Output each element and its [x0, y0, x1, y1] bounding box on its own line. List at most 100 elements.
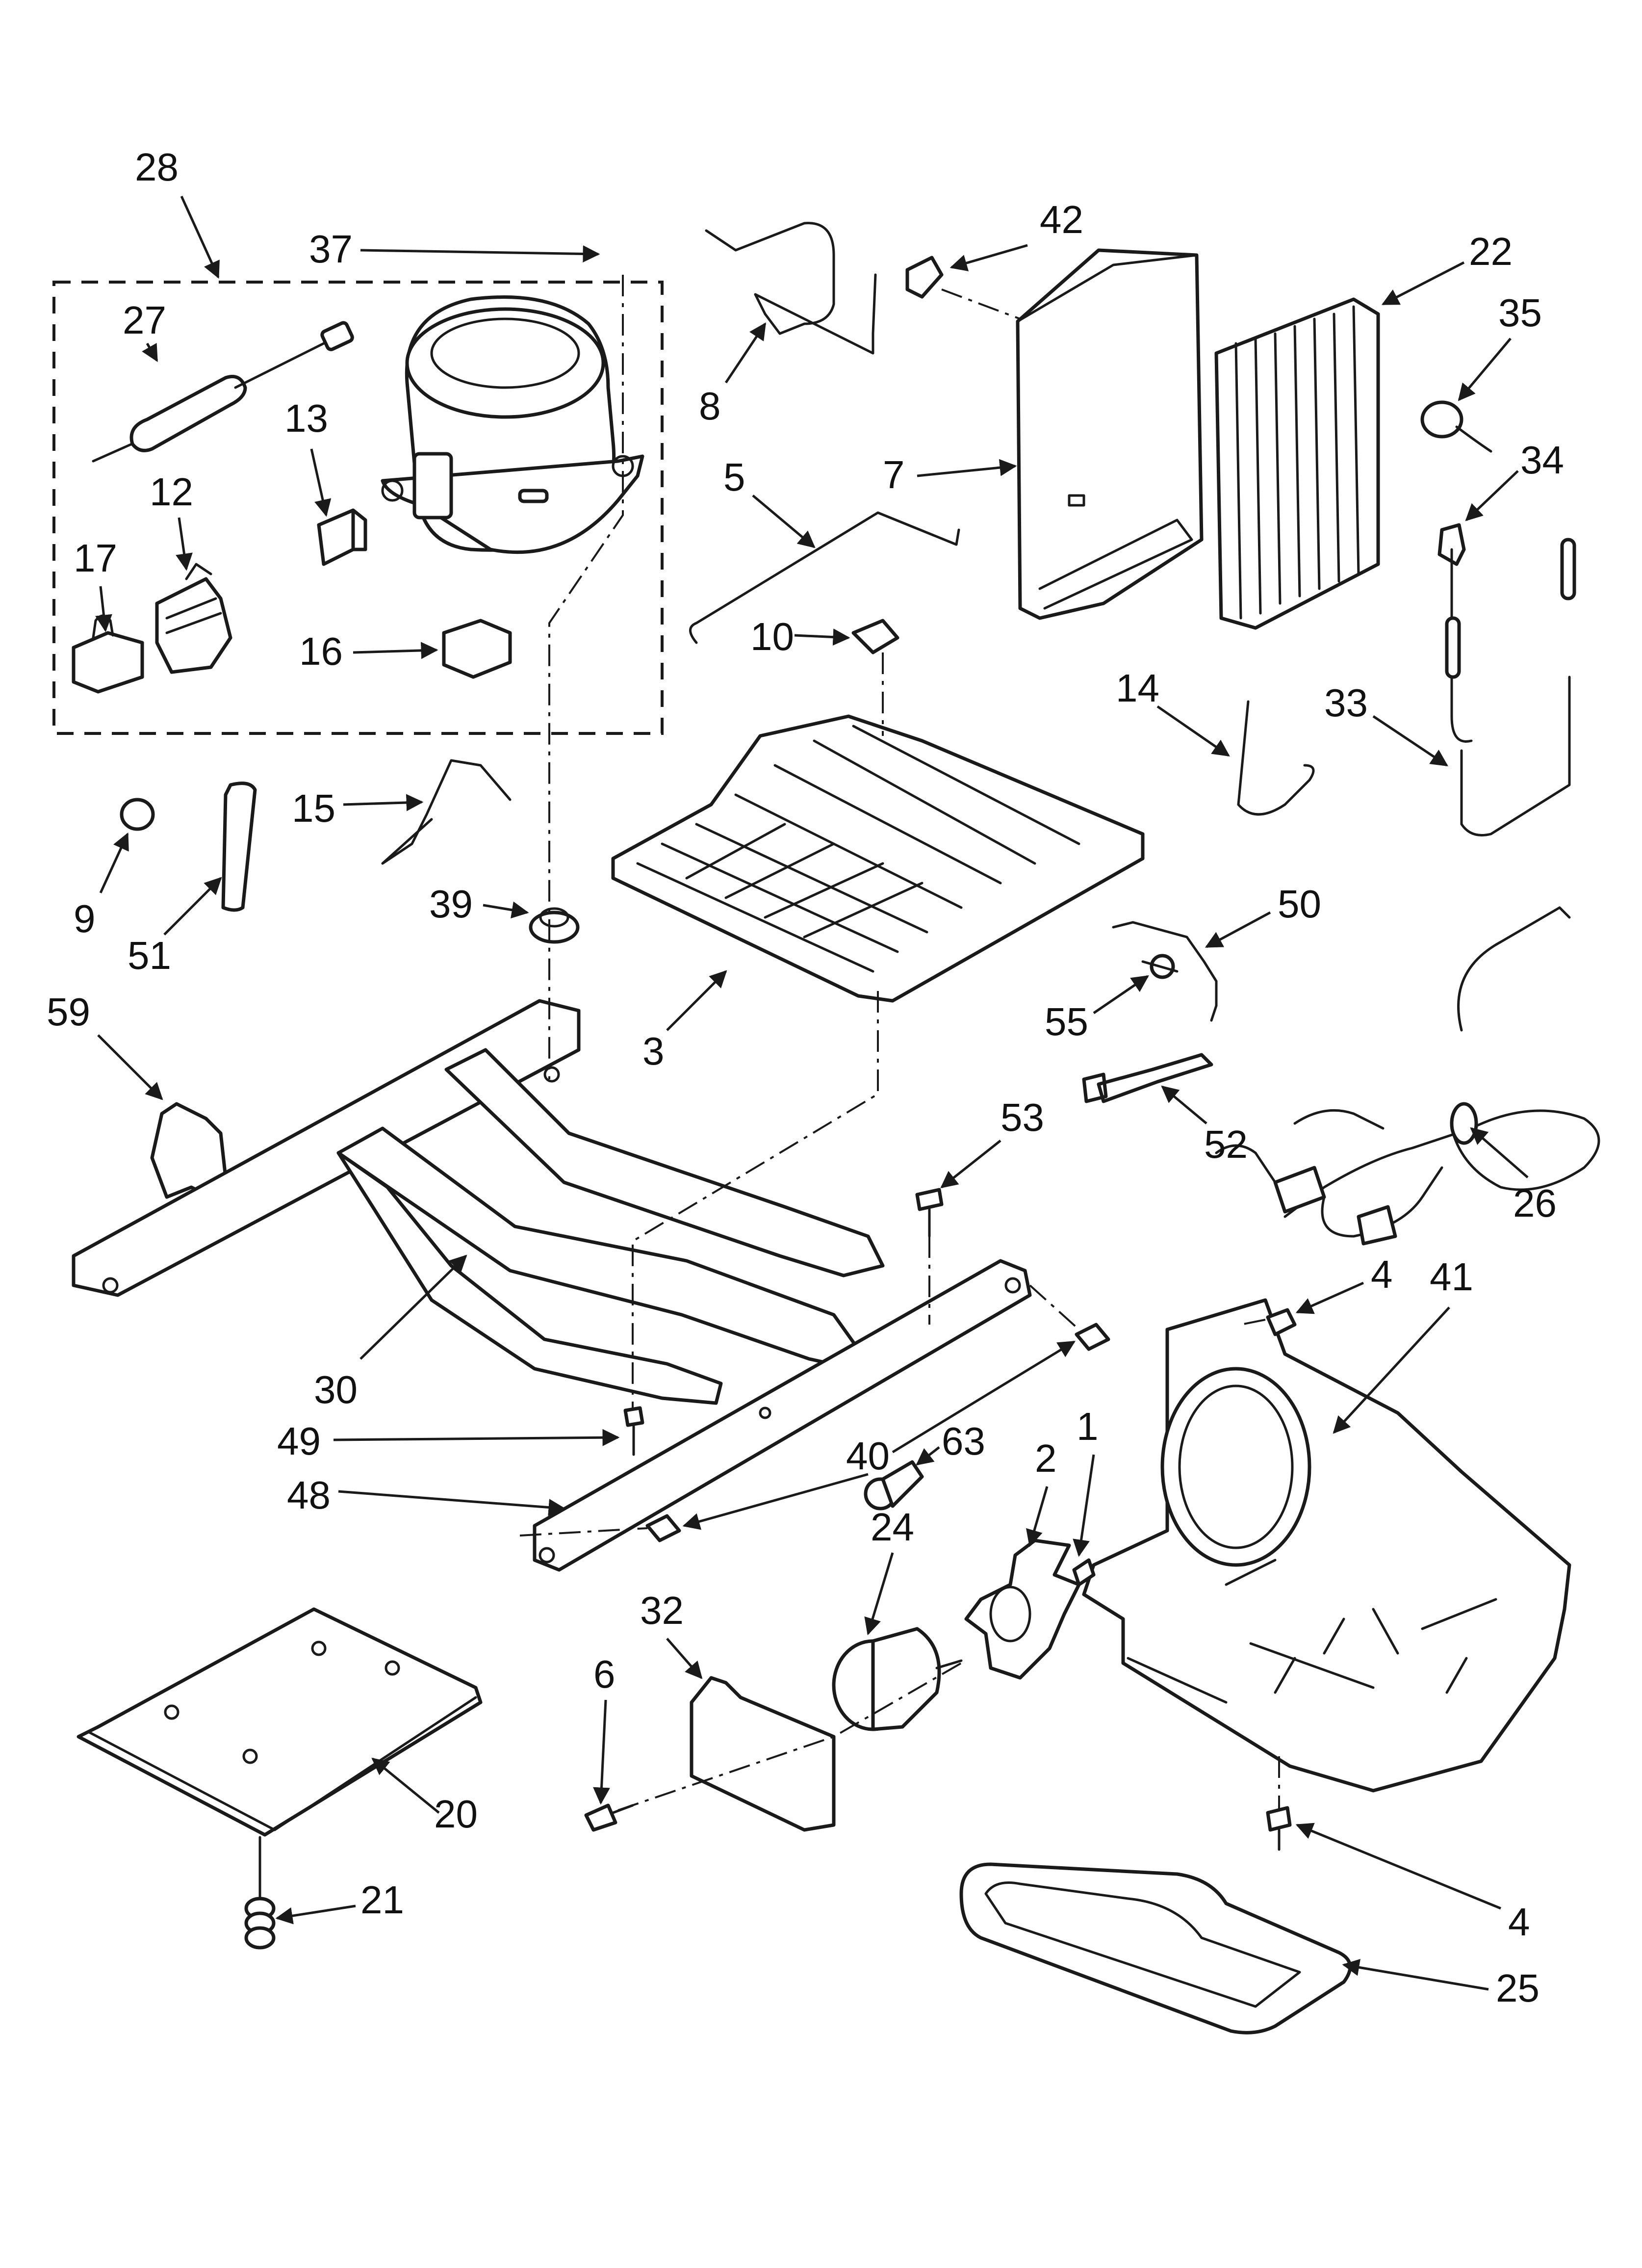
callout-6: 6: [593, 1652, 616, 1696]
assembly-line-coil: [632, 652, 884, 1408]
screw-49-shape: [623, 1406, 644, 1456]
leader-51: [163, 877, 222, 936]
screw-4b-shape: [1266, 1806, 1292, 1851]
callout-33: 33: [1324, 681, 1368, 725]
leader-22: [1381, 261, 1465, 306]
leader-32: [666, 1638, 703, 1679]
leader-34: [1465, 470, 1519, 521]
callout-25: 25: [1496, 1966, 1539, 2010]
callout-4-bottom: 4: [1508, 1900, 1530, 1944]
leader-40a: [892, 1340, 1076, 1454]
callout-10: 10: [750, 615, 794, 658]
leader-16: [353, 642, 438, 659]
clip-42-shape: [905, 256, 944, 299]
leader-28: [180, 195, 220, 279]
assembly-line-40b: [519, 1527, 648, 1537]
leader-27: [142, 342, 158, 363]
spring-21-shape: [244, 1836, 276, 1950]
leader-9: [99, 832, 129, 894]
leader-4-top: [1295, 1281, 1364, 1314]
wire-14-shape: [1237, 700, 1315, 816]
rod-5-shape: [689, 511, 960, 644]
evaporator-cover-shape: [1016, 248, 1204, 620]
callout-63: 63: [942, 1419, 985, 1463]
leader-8: [724, 322, 767, 384]
leader-14: [1156, 705, 1230, 757]
leader-26: [1470, 1127, 1529, 1178]
capillary-tube-shape: [92, 321, 354, 463]
leader-40b: [682, 1473, 869, 1530]
callout-3: 3: [642, 1029, 665, 1073]
callout-15: 15: [292, 786, 335, 830]
leader-25: [1342, 1959, 1489, 1991]
clip-13-shape: [317, 508, 367, 566]
leader-17: [95, 586, 112, 632]
leader-41: [1333, 1306, 1450, 1434]
tube-8-shape: [705, 222, 877, 355]
bracket-1-shape: [1072, 1558, 1096, 1587]
callout-49: 49: [277, 1419, 321, 1463]
leader-63: [916, 1446, 940, 1466]
callout-22: 22: [1469, 230, 1513, 273]
motor-bracket-32-shape: [690, 1676, 836, 1832]
relay-12-shape: [155, 563, 232, 674]
grommet-39-shape: [529, 907, 580, 944]
leader-15: [343, 794, 424, 811]
screw-6-shape: [584, 1803, 634, 1832]
assembly-line-motor: [617, 1662, 962, 1811]
overload-17-shape: [72, 614, 144, 694]
callout-42: 42: [1040, 198, 1083, 241]
screw-4a-shape: [1266, 1308, 1297, 1336]
bracket-50-shape: [1112, 921, 1218, 1022]
screw-40-shape: [645, 1323, 1110, 1542]
assembly-line-40: [1029, 1284, 1080, 1330]
leader-53: [940, 1140, 1001, 1189]
fan-blade-2-shape: [964, 1538, 1081, 1680]
callout-27: 27: [123, 298, 166, 342]
callout-55: 55: [1045, 1000, 1088, 1043]
leader-52: [1161, 1085, 1207, 1124]
leader-39: [483, 901, 529, 919]
callout-2: 2: [1035, 1436, 1057, 1480]
callout-52: 52: [1204, 1122, 1248, 1166]
callout-39: 39: [429, 882, 473, 926]
leader-48: [338, 1490, 566, 1516]
callout-26: 26: [1513, 1181, 1557, 1225]
leader-2: [1026, 1486, 1049, 1547]
callout-21: 21: [360, 1878, 404, 1922]
assembly-line-4a: [1240, 1319, 1266, 1326]
leader-12: [176, 517, 193, 571]
assembly-line-42: [941, 288, 1021, 320]
screw-53-shape: [915, 1188, 944, 1238]
evaporator-coil-shape: [1214, 297, 1380, 630]
callout-1: 1: [1077, 1405, 1099, 1448]
callout-40: 40: [846, 1434, 890, 1478]
strap-52-shape: [1082, 1053, 1213, 1103]
callout-8: 8: [699, 384, 721, 428]
thermostat-35-shape: [1420, 400, 1492, 453]
leader-42: [949, 244, 1028, 272]
bracket-34-shape: [1437, 523, 1466, 566]
callout-30: 30: [314, 1368, 358, 1411]
leader-37: [360, 245, 600, 262]
leader-4-bottom: [1295, 1823, 1501, 1910]
assembly-line-compressor: [548, 275, 624, 1079]
cover-16-shape: [442, 619, 512, 679]
fan-motor-24-shape: [832, 1627, 963, 1731]
leader-24: [864, 1552, 894, 1636]
power-cord-26-shape: [1215, 906, 1600, 1246]
callout-35: 35: [1498, 291, 1542, 335]
plug-9-shape: [120, 798, 155, 831]
condenser-coil-shape: [611, 714, 1145, 1003]
callout-34: 34: [1520, 438, 1564, 482]
callout-53: 53: [1001, 1095, 1044, 1139]
leader-7: [917, 459, 1017, 477]
callout-12: 12: [150, 470, 193, 514]
callout-28: 28: [135, 145, 179, 189]
callout-4-top: 4: [1371, 1252, 1393, 1296]
callout-51: 51: [128, 934, 171, 977]
leader-59: [97, 1034, 163, 1100]
leader-20: [371, 1757, 440, 1814]
callout-7: 7: [883, 453, 905, 496]
drain-pan-25-shape: [959, 1862, 1352, 2034]
